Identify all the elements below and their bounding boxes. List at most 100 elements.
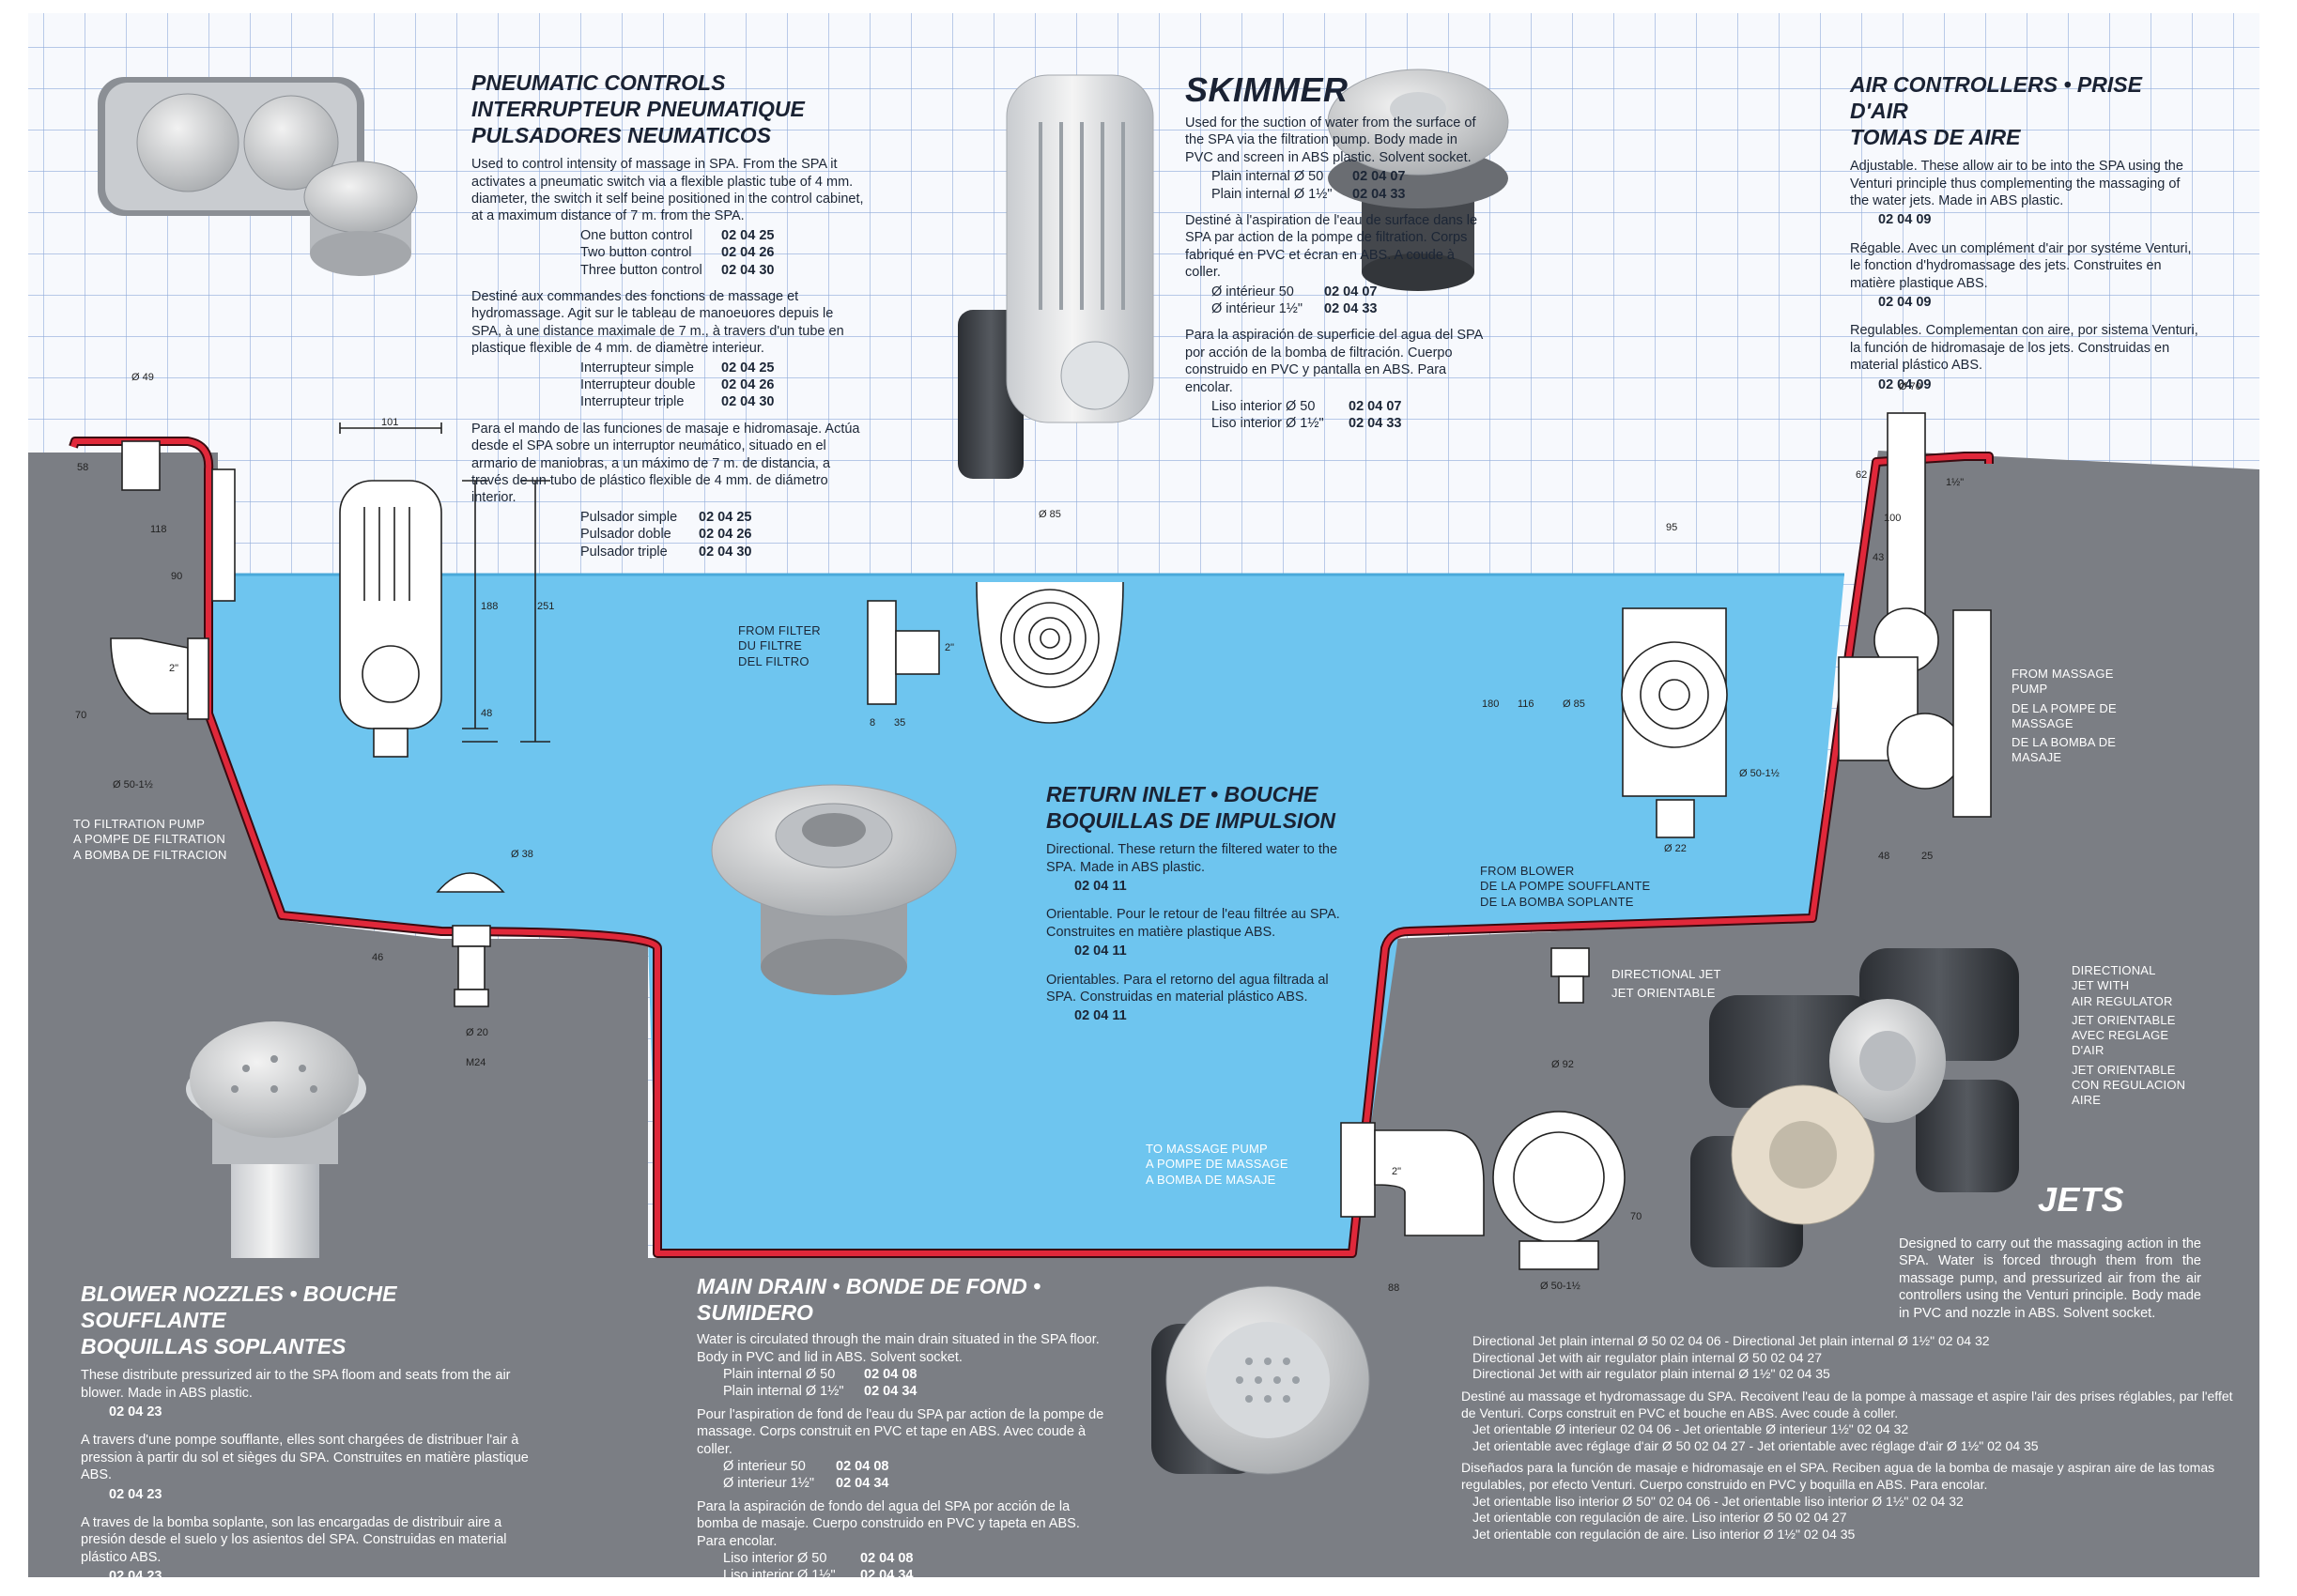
jets-desc-en: Designed to carry out the massaging acti… bbox=[1899, 1235, 2201, 1333]
pneumatic-controls-section: PNEUMATIC CONTROLS INTERRUPTEUR PNEUMATI… bbox=[471, 69, 866, 560]
main-drain-drawing bbox=[1340, 1111, 1626, 1270]
dim-label: 180 bbox=[1482, 698, 1500, 710]
main-drain-photo bbox=[1151, 1285, 1370, 1475]
return-code-es: 02 04 11 bbox=[1074, 1008, 1127, 1024]
dim-label: 25 bbox=[1921, 851, 1934, 862]
return-inlet-drawing bbox=[867, 581, 1124, 724]
skimmer-title: SKIMMER bbox=[1185, 70, 1349, 109]
dim-label: Ø 20 bbox=[466, 1027, 488, 1038]
jet-air-drawing bbox=[1838, 412, 1992, 818]
skimmer-desc-en: Used for the suction of water from the s… bbox=[1185, 115, 1476, 165]
dim-label: 95 bbox=[1666, 522, 1678, 533]
code-row: Ø intérieur 1½"02 04 33 bbox=[1211, 300, 1378, 316]
return-code-fr: 02 04 11 bbox=[1074, 944, 1127, 959]
dim-label: Ø 50-1½ bbox=[1739, 768, 1780, 779]
skimmer-photo bbox=[958, 74, 1154, 479]
dim-label: 8 bbox=[870, 717, 876, 729]
code-row: Liso interior Ø 1½"02 04 33 bbox=[1211, 416, 1402, 432]
label-directional-jet-air: DIRECTIONAL JET WITH AIR REGULATOR JET O… bbox=[2072, 963, 2186, 1107]
dim-label: 251 bbox=[537, 601, 555, 612]
jets-photo bbox=[1690, 948, 2019, 1267]
return-inlet-photo bbox=[711, 784, 957, 995]
jets-codes-section: Directional Jet plain internal Ø 50 02 0… bbox=[1461, 1333, 2241, 1543]
air-code-fr: 02 04 09 bbox=[1878, 294, 1932, 310]
dim-label: 70 bbox=[75, 710, 87, 721]
main-drain-section: MAIN DRAIN • BONDE DE FOND • SUMIDERO Wa… bbox=[697, 1273, 1106, 1585]
jets-desc-en-text: Designed to carry out the massaging acti… bbox=[1899, 1236, 2201, 1321]
dim-label: 90 bbox=[171, 571, 183, 582]
dim-label: Ø 70 bbox=[1899, 381, 1921, 392]
label-filtration-pump: TO FILTRATION PUMP A POMPE DE FILTRATION… bbox=[73, 817, 227, 862]
blower-code-es: 02 04 23 bbox=[109, 1569, 162, 1585]
code-row: Plain internal Ø 1½"02 04 33 bbox=[1211, 186, 1406, 202]
jets-code-line: Jet orientable avec réglage d'air Ø 50 0… bbox=[1472, 1437, 2039, 1453]
air-desc-fr: Régable. Avec un complément d'air por sy… bbox=[1850, 240, 2192, 291]
pneumatic-desc-en: Used to control intensity of massage in … bbox=[471, 157, 864, 224]
air-controllers-section: AIR CONTROLLERS • PRISE D'AIR TOMAS DE A… bbox=[1850, 71, 2199, 405]
jets-title: JETS bbox=[2038, 1180, 2125, 1219]
jets-code-line: Directional Jet with air regulator plain… bbox=[1472, 1366, 1830, 1382]
dim-label: 48 bbox=[1878, 851, 1890, 862]
dim-label: 46 bbox=[372, 952, 384, 963]
dim-label: Ø 85 bbox=[1563, 698, 1585, 710]
ground bbox=[28, 451, 2259, 1577]
dim-label: 2" bbox=[169, 663, 179, 674]
jets-code-line: Directional Jet with air regulator plain… bbox=[1472, 1349, 1822, 1365]
label-directional-jet: DIRECTIONAL JET JET ORIENTABLE bbox=[1611, 967, 1721, 1001]
jets-code-line: Jet orientable liso interior Ø 50" 02 04… bbox=[1472, 1493, 1964, 1509]
dim-label: 62 bbox=[1856, 469, 1868, 481]
dim-label: 43 bbox=[1873, 552, 1885, 563]
return-title-2: BOQUILLAS DE IMPULSION bbox=[1046, 808, 1335, 834]
dim-label: 35 bbox=[894, 717, 906, 729]
blower-desc-fr: A travers d'une pompe soufflante, elles … bbox=[81, 1433, 529, 1483]
air-title-1: AIR CONTROLLERS • PRISE D'AIR bbox=[1850, 72, 2142, 124]
return-title-1: RETURN INLET • BOUCHE bbox=[1046, 782, 1318, 806]
dim-label: 88 bbox=[1388, 1282, 1400, 1294]
code-row: Liso interior Ø 1½"02 04 34 bbox=[723, 1568, 914, 1584]
blower-nozzle-photo bbox=[186, 1021, 366, 1258]
dim-label: 70 bbox=[1630, 1211, 1642, 1222]
label-from-massage-pump: FROM MASSAGE PUMP DE LA POMPE DE MASSAGE… bbox=[2012, 667, 2117, 765]
dim-label: 2" bbox=[1392, 1166, 1402, 1177]
dim-label: 101 bbox=[381, 417, 399, 428]
dim-label: M24 bbox=[466, 1057, 486, 1068]
dim-label: Ø 22 bbox=[1664, 843, 1687, 854]
air-code-en: 02 04 09 bbox=[1878, 212, 1932, 228]
code-row: Plain internal Ø 1½"02 04 34 bbox=[723, 1384, 917, 1400]
dim-label: 2" bbox=[945, 642, 955, 653]
blower-desc-en: These distribute pressurized air to the … bbox=[81, 1368, 511, 1401]
directional-jet-drawing bbox=[1550, 947, 1590, 1004]
pneumatic-desc-fr: Destiné aux commandes des fonctions de m… bbox=[471, 288, 844, 357]
dim-label: 48 bbox=[481, 708, 493, 719]
dim-label: Ø 50-1½ bbox=[113, 779, 153, 790]
water bbox=[208, 575, 1844, 1253]
dim-label: 188 bbox=[481, 601, 499, 612]
jets-code-line: Jet orientable con regulación de aire. L… bbox=[1472, 1510, 1847, 1526]
air-title-2: TOMAS DE AIRE bbox=[1850, 125, 2021, 150]
skimmer-desc-es: Para la aspiración de superficie del agu… bbox=[1185, 328, 1483, 395]
blower-nozzles-section: BLOWER NOZZLES • BOUCHE SOUFFLANTE BOQUI… bbox=[81, 1281, 533, 1596]
blower-nozzle-drawing bbox=[436, 872, 505, 1007]
return-inlet-section: RETURN INLET • BOUCHE BOQUILLAS DE IMPUL… bbox=[1046, 781, 1345, 1036]
